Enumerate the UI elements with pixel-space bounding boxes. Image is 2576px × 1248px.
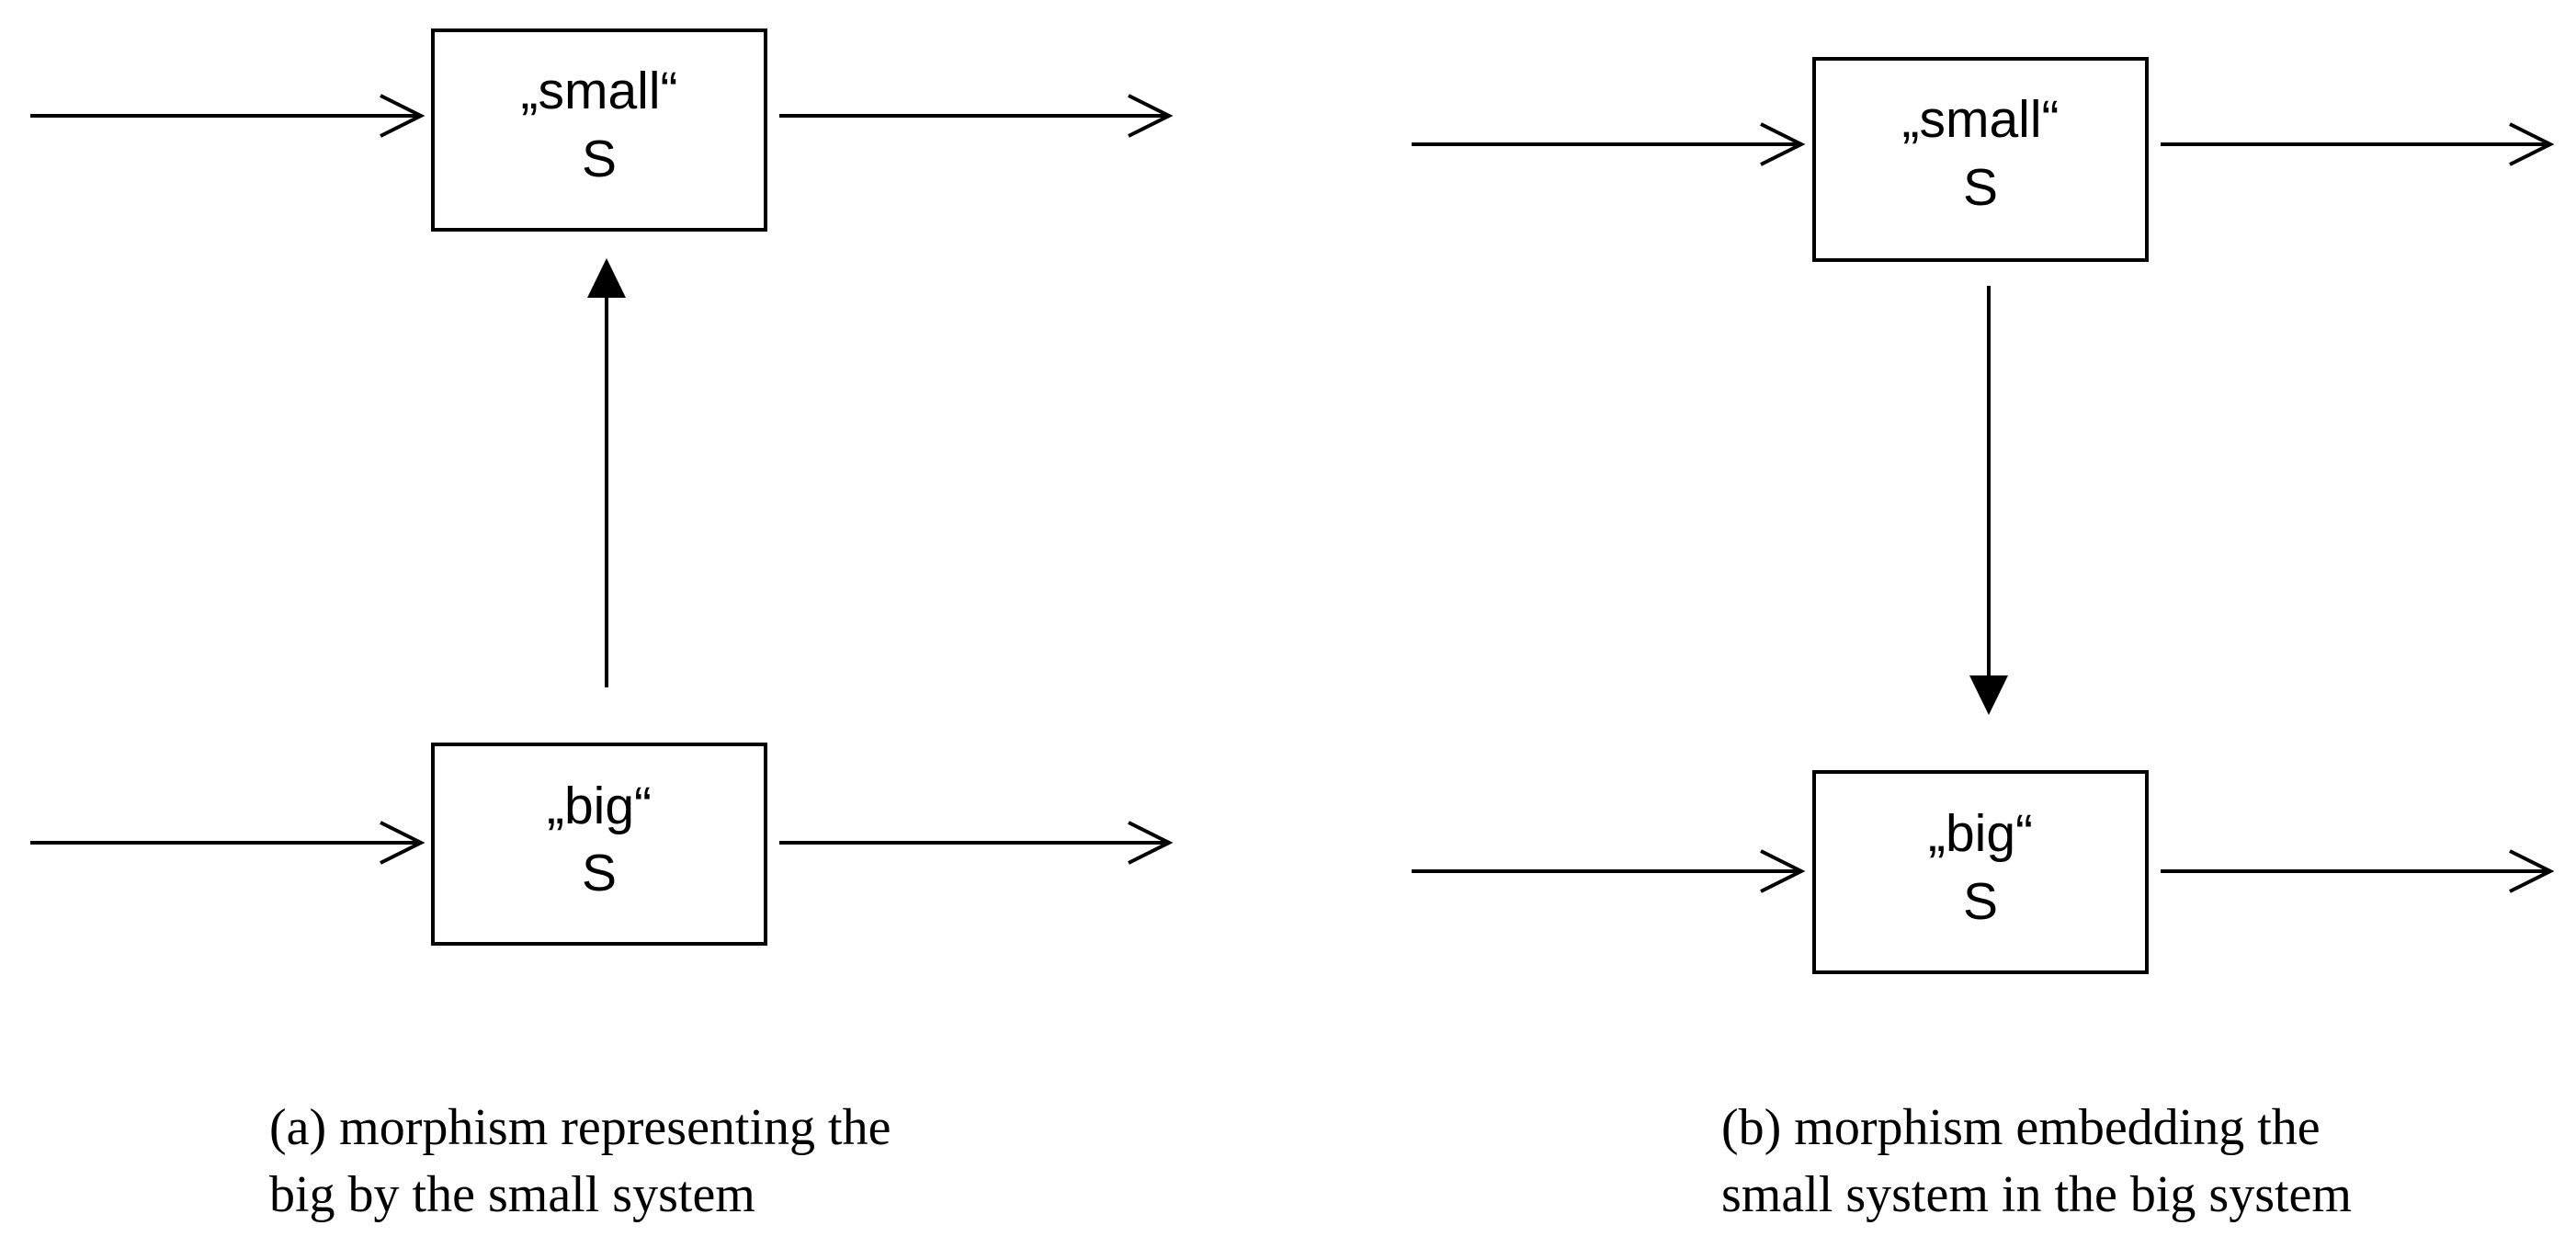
panel-b-small-system-label: S	[1963, 158, 1998, 217]
panel-b-big-system-box	[1812, 770, 2149, 974]
panel-b-caption-line-2: small system in the big system	[1721, 1166, 2352, 1223]
panel-a-big-output-arrowhead	[1128, 821, 1174, 865]
panel-b-big-system-title: „big“	[1928, 804, 2033, 863]
panel-b-big-output-arrowhead	[2509, 849, 2555, 893]
panel-b-small-output-arrowhead	[2509, 122, 2555, 166]
panel-a-caption-line-1: (a) morphism representing the	[269, 1099, 891, 1156]
panel-a: „small“ S „big“ S (a) morphism represent…	[30, 28, 1174, 1223]
panel-b-small-input-arrowhead	[1760, 122, 1806, 166]
panel-b-small-system-title: „small“	[1902, 90, 2060, 149]
panel-a-big-system-box	[431, 743, 767, 946]
panel-a-small-system-label: S	[582, 130, 617, 188]
panel-a-big-system-title: „big“	[547, 777, 652, 835]
panel-a-small-output-arrowhead	[1128, 94, 1174, 138]
panel-b-big-system-label: S	[1963, 872, 1998, 931]
panel-b-caption-line-1: (b) morphism embedding the	[1721, 1099, 2321, 1156]
panel-a-small-system-title: „small“	[521, 62, 678, 120]
panel-b-big-input-arrowhead	[1760, 849, 1806, 893]
panel-a-small-system-box	[431, 28, 767, 232]
panel-b-morphism-arrowhead	[1969, 675, 2008, 715]
panel-a-morphism-arrowhead	[587, 258, 626, 298]
panel-a-small-input-arrowhead	[380, 94, 426, 138]
panel-a-caption-line-2: big by the small system	[269, 1166, 755, 1223]
panel-b: „small“ S „big“ S (b) morphism embedding…	[1412, 57, 2555, 1223]
panel-b-small-system-box	[1812, 57, 2149, 262]
panel-a-big-system-label: S	[582, 844, 617, 902]
panel-a-big-input-arrowhead	[380, 821, 426, 865]
